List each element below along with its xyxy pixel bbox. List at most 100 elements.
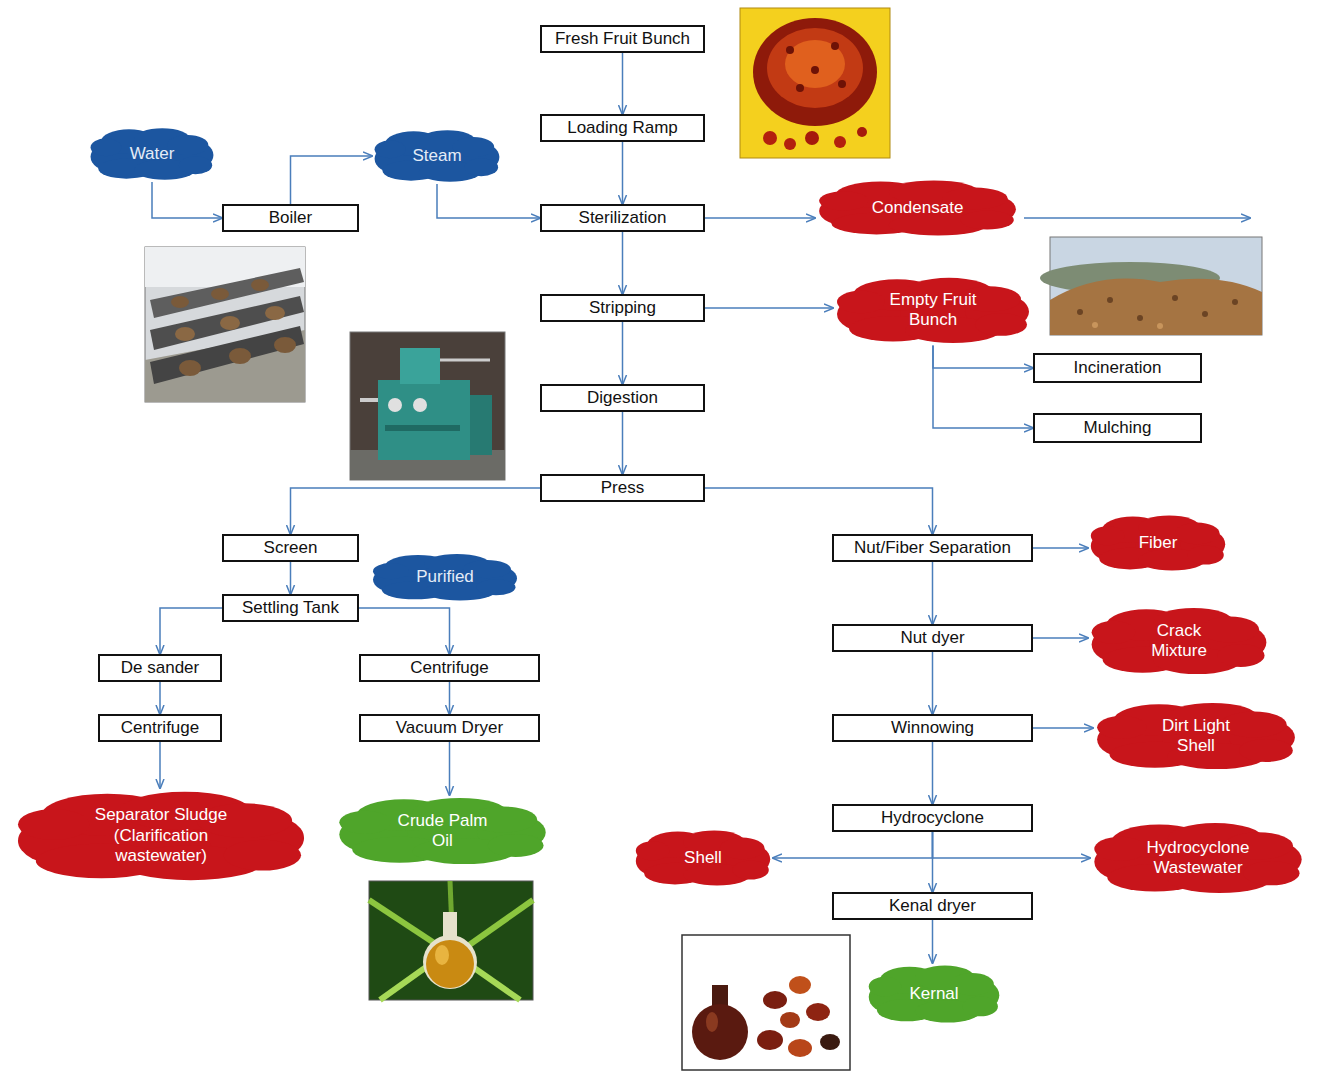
sterilizer-photo [274,337,296,353]
process-box: Screen [222,534,359,562]
machine-photo [400,348,440,384]
palm-oil-photo [443,912,457,938]
process-label: Nut/Fiber Separation [854,538,1011,558]
cloud-lobe [224,840,301,871]
stream-cloud: Water [88,126,216,182]
process-label: Loading Ramp [567,118,678,138]
cloud-lobe [1091,526,1125,545]
flow-arrow [933,345,1033,368]
flow-arrow [622,412,624,474]
stream-label: Condensate [872,198,964,218]
flow-arrow [932,742,934,804]
flow-arrow [449,742,451,795]
process-box: Nut/Fiber Separation [832,534,1033,562]
process-label: Vacuum Dryer [396,718,503,738]
fruit-bunch-photo [838,80,846,88]
flow-arrow [159,682,161,714]
process-label: Sterilization [579,208,667,228]
flow-arrow [437,184,540,218]
kernel-photo [706,1012,718,1032]
flow-arrow [449,682,451,714]
kernel-photo [692,1004,748,1060]
flow-arrow [159,742,161,788]
process-box: Hydrocyclone [832,804,1033,832]
fruit-bunch-photo [831,42,839,50]
efb-pile-photo [1040,237,1262,335]
machine-photo [385,425,460,431]
stream-cloud: Shell [633,828,773,888]
cloud-lobe [179,156,212,174]
cloud-lobe [373,563,409,579]
flow-arrow [1033,727,1093,729]
discharge-line [1024,217,1250,219]
process-label: Centrifuge [121,718,199,738]
process-label: Nut dyer [900,628,964,648]
fruit-bunch-photo [786,46,794,54]
cloud-lobe [961,210,1014,229]
stream-cloud: Crude Palm Oil [335,795,550,867]
cloud-lobe [375,140,406,158]
efb-pile-photo [1050,237,1262,335]
palm-oil-photo [423,935,477,989]
kernel-photo [780,1012,800,1028]
flow-arrow [359,608,450,654]
efb-pile-photo [1202,311,1208,317]
process-box: Centrifuge [98,714,222,742]
stream-label: Crack Mixture [1134,621,1224,662]
stream-label: Crude Palm Oil [393,811,493,852]
process-box: Vacuum Dryer [359,714,540,742]
process-box: Sterilization [540,204,705,232]
kernel-photo [682,935,850,1070]
flow-arrow [705,217,815,219]
flow-arrow [705,307,833,309]
cloud-lobe [1217,644,1264,667]
flow-arrow [622,53,624,114]
cloud-lobe [339,811,391,834]
machine-photo [470,395,492,455]
process-box: Mulching [1033,413,1202,443]
cloud-lobe [1097,716,1146,739]
fruit-bunch-photo [805,131,819,145]
cloud-lobe [732,860,768,879]
fruit-bunch-photo [753,18,877,126]
cloud-lobe [819,191,868,210]
process-label: Boiler [269,208,312,228]
flow-arrow [160,608,222,654]
cloud-lobe [869,977,902,997]
fruit-bunch-photo [740,8,890,158]
sterilizer-photo [179,360,201,376]
fruit-bunch-photo [857,127,867,137]
process-label: Hydrocyclone [881,808,984,828]
cloud-lobe [464,158,498,176]
fruit-bunch-photo [785,40,845,88]
cloud-lobe [1187,545,1223,564]
flow-arrow [291,156,373,204]
palm-oil-photo [435,945,449,965]
flow-arrow [932,920,934,963]
process-box: Digestion [540,384,705,412]
stream-cloud: Crack Mixture [1088,605,1270,677]
flow-arrow [622,322,624,384]
stream-cloud: Kernal [866,963,1002,1025]
stream-label: Steam [412,146,461,166]
stream-cloud: Purified [370,552,520,602]
cloud-lobe [975,313,1027,336]
stream-label: Dirt Light Shell [1146,716,1246,757]
process-label: De sander [121,658,199,678]
cloud-lobe [1221,712,1287,738]
efb-pile-photo [1232,299,1238,305]
stream-cloud: Steam [372,128,502,184]
process-box: Settling Tank [222,594,359,622]
stream-cloud: Dirt Light Shell [1093,700,1299,772]
stream-cloud: Hydrocyclone Wastewater [1090,820,1306,896]
flow-arrow [622,232,624,294]
kernel-photo [806,1003,830,1021]
flow-arrow [1033,547,1088,549]
stream-label: Kernal [909,984,958,1004]
cloud-lobe [963,996,998,1016]
cloud-lobe [636,841,670,860]
flow-arrow [1033,637,1088,639]
fruit-bunch-photo [767,28,863,108]
cloud-lobe [477,579,516,595]
sterilizer-photo [265,306,285,320]
